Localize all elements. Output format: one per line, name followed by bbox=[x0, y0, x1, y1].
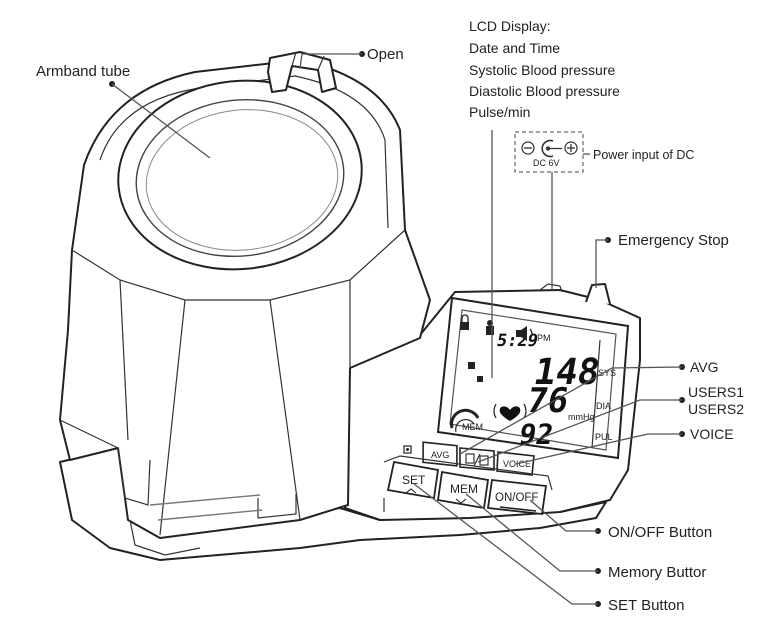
dc-voltage-label: DC 6V bbox=[533, 158, 560, 168]
memory-button-label: Memory Buttor bbox=[608, 564, 706, 581]
armband-tube-opening bbox=[117, 79, 363, 271]
lcd-display-label-block: LCD Display: Date and Time Systolic Bloo… bbox=[469, 18, 620, 120]
callout-labels: Armband tube Open LCD Display: Date and … bbox=[36, 18, 744, 614]
open-label: Open bbox=[367, 46, 404, 63]
set-device-button[interactable]: SET bbox=[386, 460, 440, 500]
power-led-icon bbox=[403, 445, 412, 454]
lcd-mmhg: mmHg bbox=[568, 412, 595, 422]
dc-plug-icon bbox=[541, 139, 562, 158]
device-body bbox=[59, 51, 641, 561]
plus-icon bbox=[564, 141, 578, 155]
device-button-row-lower: SET MEM ON/OFF bbox=[383, 455, 553, 515]
lcd-sys: SYS bbox=[598, 368, 616, 378]
avg-device-button-label: AVG bbox=[431, 450, 449, 460]
set-button-label: SET Button bbox=[608, 597, 684, 614]
emergency-stop-label: Emergency Stop bbox=[618, 232, 729, 249]
speaker-icon bbox=[516, 326, 533, 341]
lcd-screen: PM 5:29 148 76 92 mmHg SYS DIA PUL MEM bbox=[436, 296, 630, 460]
voice-label: VOICE bbox=[690, 426, 734, 442]
power-input-label: Power input of DC bbox=[593, 148, 694, 162]
open-latch bbox=[267, 51, 337, 93]
set-device-button-label: SET bbox=[402, 473, 426, 487]
armband-tube-label: Armband tube bbox=[36, 63, 130, 80]
lock-icon bbox=[460, 314, 469, 330]
lcd-display-line-pulse: Pulse/min bbox=[469, 104, 530, 120]
lcd-diastolic: 76 bbox=[524, 381, 572, 421]
lcd-pm: PM bbox=[537, 333, 551, 343]
lcd-display-line-systolic: Systolic Blood pressure bbox=[469, 62, 616, 78]
top-jack-bump bbox=[585, 283, 611, 305]
onoff-button-label: ON/OFF Button bbox=[608, 524, 712, 541]
lcd-time: 5:29 bbox=[495, 331, 539, 351]
front-foot bbox=[129, 519, 201, 556]
lcd-display-heading: LCD Display: bbox=[469, 18, 551, 34]
leader-lines bbox=[109, 51, 685, 607]
users-device-button[interactable] bbox=[459, 447, 495, 471]
user-icon bbox=[486, 320, 494, 335]
lcd-display-line-date-time: Date and Time bbox=[469, 40, 560, 56]
lcd-dia: DIA bbox=[596, 401, 611, 411]
users2-label: USERS2 bbox=[688, 401, 744, 417]
avg-device-button[interactable]: AVG bbox=[421, 441, 459, 467]
avg-label: AVG bbox=[690, 359, 719, 375]
mem-device-button-label: MEM bbox=[450, 482, 478, 496]
lcd-mem: MEM bbox=[462, 422, 483, 432]
users1-label: USERS1 bbox=[688, 384, 744, 400]
minus-icon bbox=[521, 141, 535, 155]
pressure-gauge-icon bbox=[450, 408, 480, 433]
lcd-systolic: 148 bbox=[531, 350, 604, 393]
onoff-device-button[interactable]: ON/OFF bbox=[486, 479, 548, 515]
dc-power-jack-symbol: DC 6V bbox=[514, 131, 584, 173]
onoff-device-button-label: ON/OFF bbox=[495, 492, 538, 504]
lcd-pul: PUL bbox=[595, 432, 613, 442]
lcd-display-line-diastolic: Diastolic Blood pressure bbox=[469, 83, 620, 99]
